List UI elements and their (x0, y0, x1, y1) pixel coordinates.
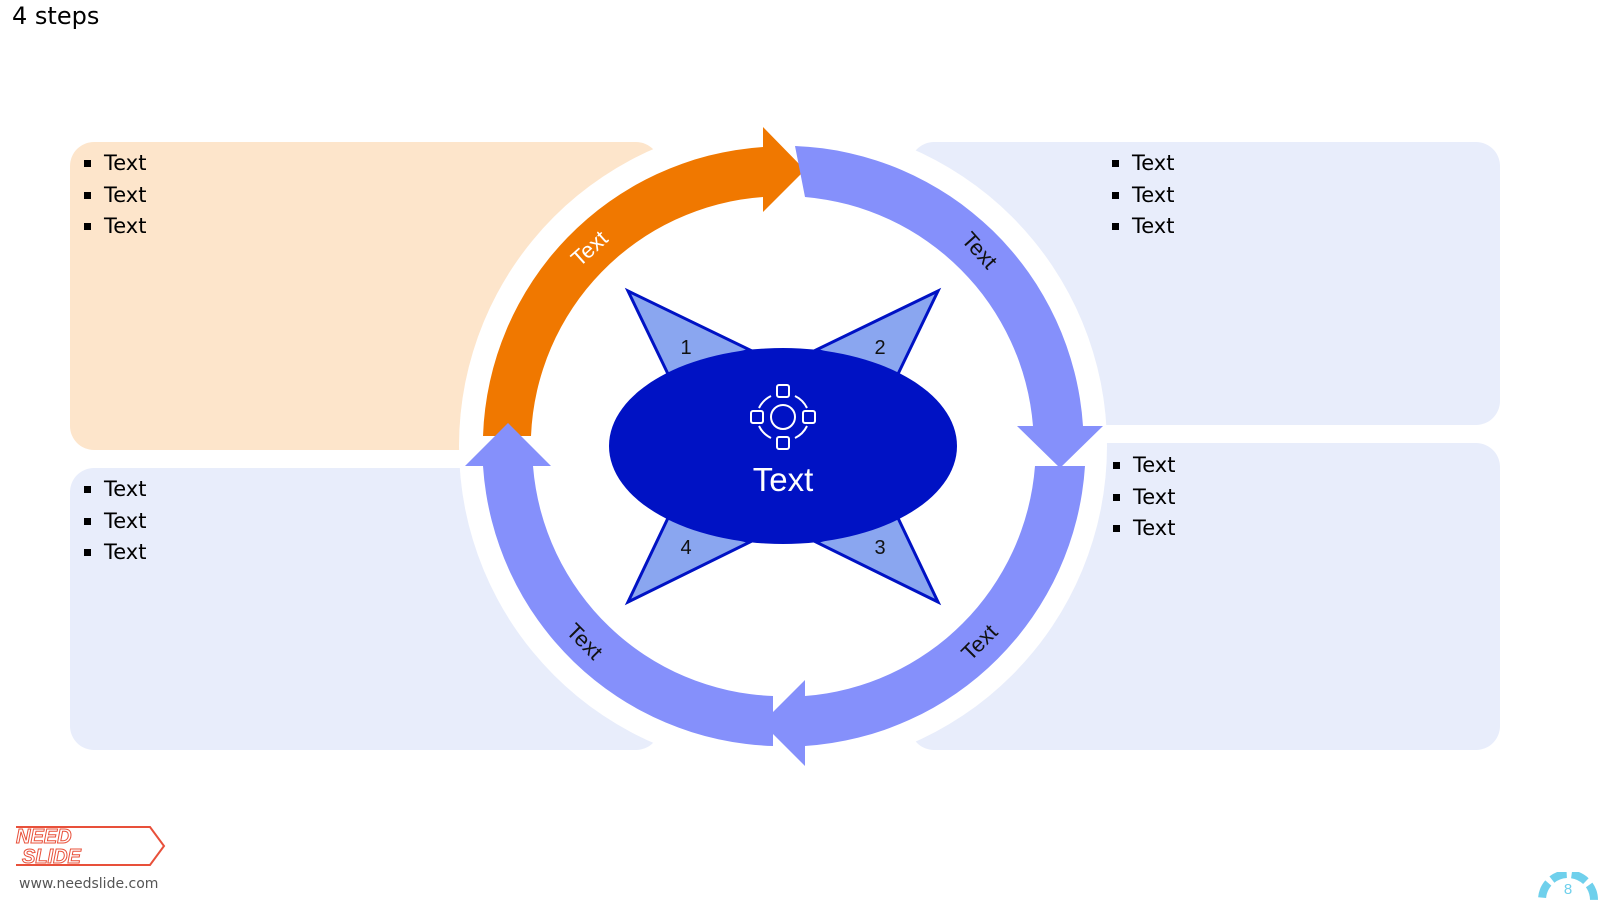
svg-text:NEED: NEED (16, 826, 72, 848)
svg-text:SLIDE: SLIDE (22, 846, 82, 868)
step-number-3: 3 (874, 537, 885, 559)
step-number-1: 1 (680, 337, 691, 359)
slide-title: 4 steps (12, 2, 100, 30)
list-item: Text (1111, 450, 1175, 482)
footer-url: www.needslide.com (19, 876, 159, 892)
list-item: Text (1110, 180, 1174, 212)
cycle-arrow-3 (762, 466, 1085, 766)
list-item: Text (1110, 211, 1174, 243)
page-number: 8 (1564, 881, 1572, 898)
list-item: Text (1111, 482, 1175, 514)
bullet-list-top-left: Text Text Text (82, 148, 146, 243)
cycle-arrow-2 (795, 146, 1103, 468)
cycle-icon (750, 384, 816, 450)
bullet-list-top-right: Text Text Text (1110, 148, 1174, 243)
needslide-logo: NEED SLIDE (16, 826, 166, 869)
list-item: Text (82, 537, 146, 569)
step-number-2: 2 (874, 337, 885, 359)
list-item: Text (82, 506, 146, 538)
bullet-list-bottom-right: Text Text Text (1111, 450, 1175, 545)
list-item: Text (82, 474, 146, 506)
page-number-badge: 8 (1538, 872, 1598, 900)
list-item: Text (82, 211, 146, 243)
list-item: Text (82, 180, 146, 212)
list-item: Text (82, 148, 146, 180)
list-item: Text (1111, 513, 1175, 545)
list-item: Text (1110, 148, 1174, 180)
center-label: Text (753, 461, 814, 498)
center-ellipse (609, 348, 957, 544)
cycle-arrow-1 (483, 127, 805, 436)
step-number-4: 4 (680, 537, 691, 559)
bullet-list-bottom-left: Text Text Text (82, 474, 146, 569)
cycle-arrow-4 (465, 423, 773, 746)
